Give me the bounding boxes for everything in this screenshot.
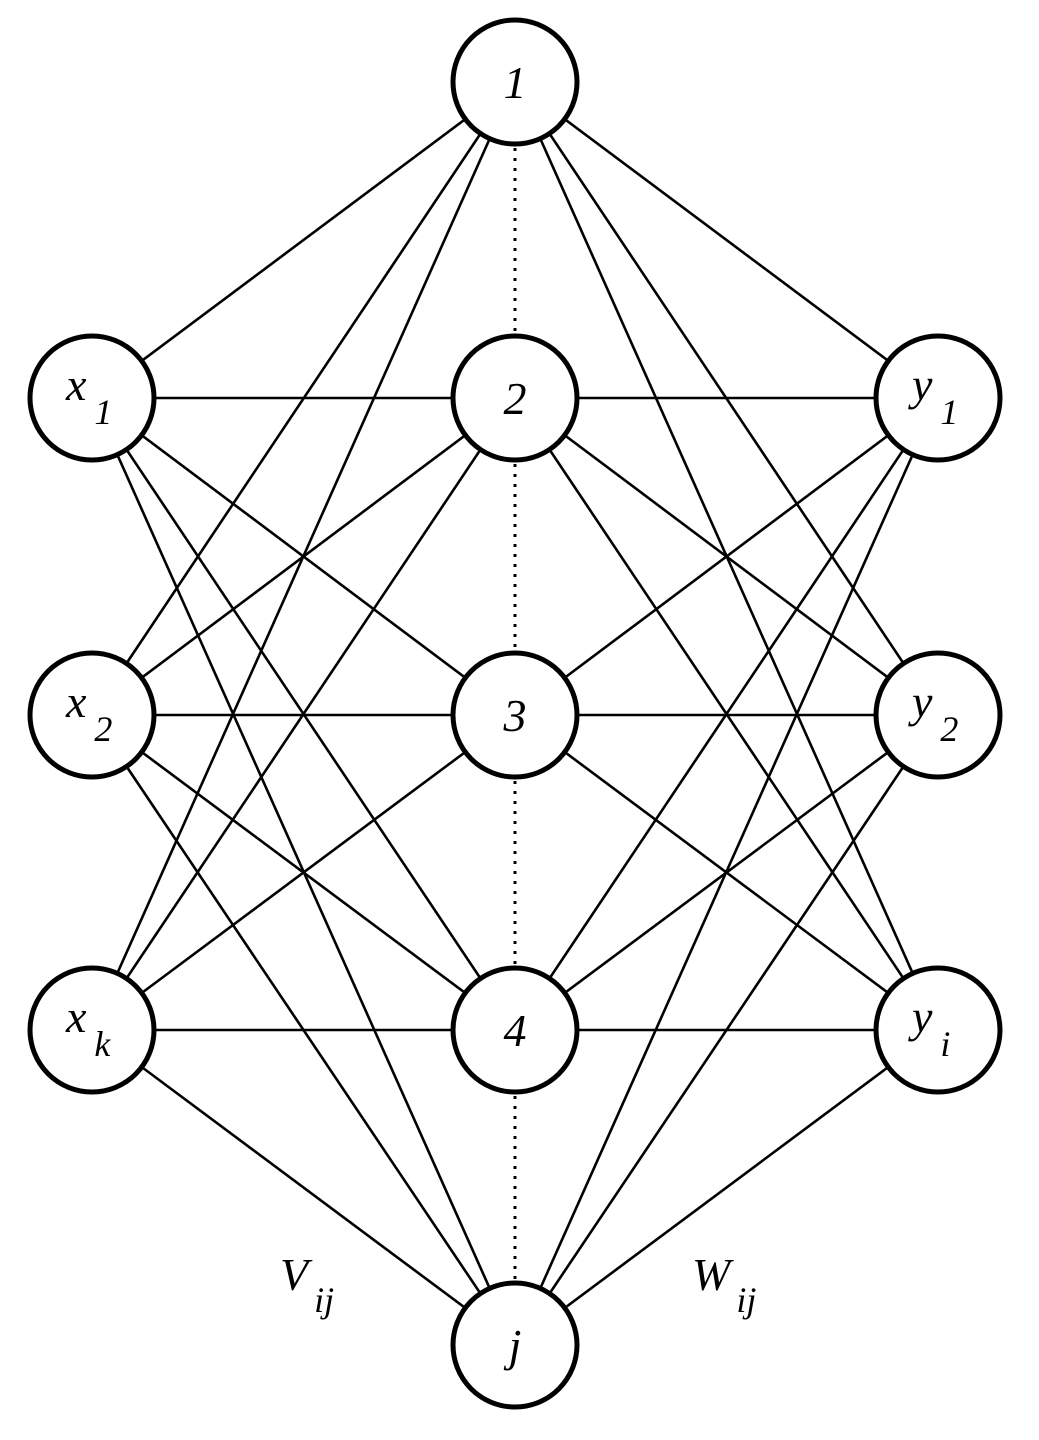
edge-xk-h3 <box>91 713 516 1032</box>
neuron-xk: xk <box>27 965 157 1095</box>
neuron-circle <box>27 965 157 1095</box>
edge-x1-h1 <box>91 80 516 400</box>
edge-h3-y1 <box>514 396 939 717</box>
neuron-hj: j <box>450 1280 580 1410</box>
edge-x2-h1 <box>90 81 517 716</box>
neuron-circle <box>873 965 1003 1095</box>
neuron-circle <box>450 333 580 463</box>
neuron-h4: 4 <box>450 965 580 1095</box>
neuron-label: xk <box>65 991 111 1064</box>
neuron-label: yi <box>908 991 950 1064</box>
neuron-h2: 2 <box>450 333 580 463</box>
edge-xk-h1 <box>90 81 517 1031</box>
neuron-label: y2 <box>908 676 958 749</box>
neuron-circle <box>450 965 580 1095</box>
neuron-circle <box>450 1280 580 1410</box>
neuron-x1: x1 <box>27 333 157 463</box>
neuron-label: 3 <box>503 690 527 741</box>
neuron-label: y1 <box>908 359 958 432</box>
neuron-circle <box>873 333 1003 463</box>
neuron-y1: y1 <box>873 333 1003 463</box>
edge-hj-y2 <box>513 714 940 1346</box>
neuron-yi: yi <box>873 965 1003 1095</box>
edge-h1-y1 <box>514 80 939 400</box>
neuron-label: 4 <box>504 1005 527 1056</box>
edge-xk-h2 <box>90 397 517 1031</box>
connections <box>90 80 940 1347</box>
neuron-circle <box>27 333 157 463</box>
neuron-y2: y2 <box>873 650 1003 780</box>
neuron-label: x2 <box>65 676 112 749</box>
neuron-label: 1 <box>504 57 527 108</box>
neuron-h1: 1 <box>450 17 580 147</box>
neuron-circle <box>873 650 1003 780</box>
neuron-circle <box>450 650 580 780</box>
neuron-h3: 3 <box>450 650 580 780</box>
neuron-circle <box>450 17 580 147</box>
edge-xk-hj <box>91 1028 516 1347</box>
neuron-label: 2 <box>504 373 527 424</box>
neurons: x1 x2 xk 1 2 3 4 j y1 y2 yi <box>27 17 1003 1410</box>
neuron-label: x1 <box>65 359 112 432</box>
edge-hj-y1 <box>513 397 940 1346</box>
edge-hj-yi <box>514 1028 939 1347</box>
edge-h4-y1 <box>513 397 940 1031</box>
neuron-x2: x2 <box>27 650 157 780</box>
neuron-circle <box>27 650 157 780</box>
neuron-label: j <box>504 1320 522 1371</box>
